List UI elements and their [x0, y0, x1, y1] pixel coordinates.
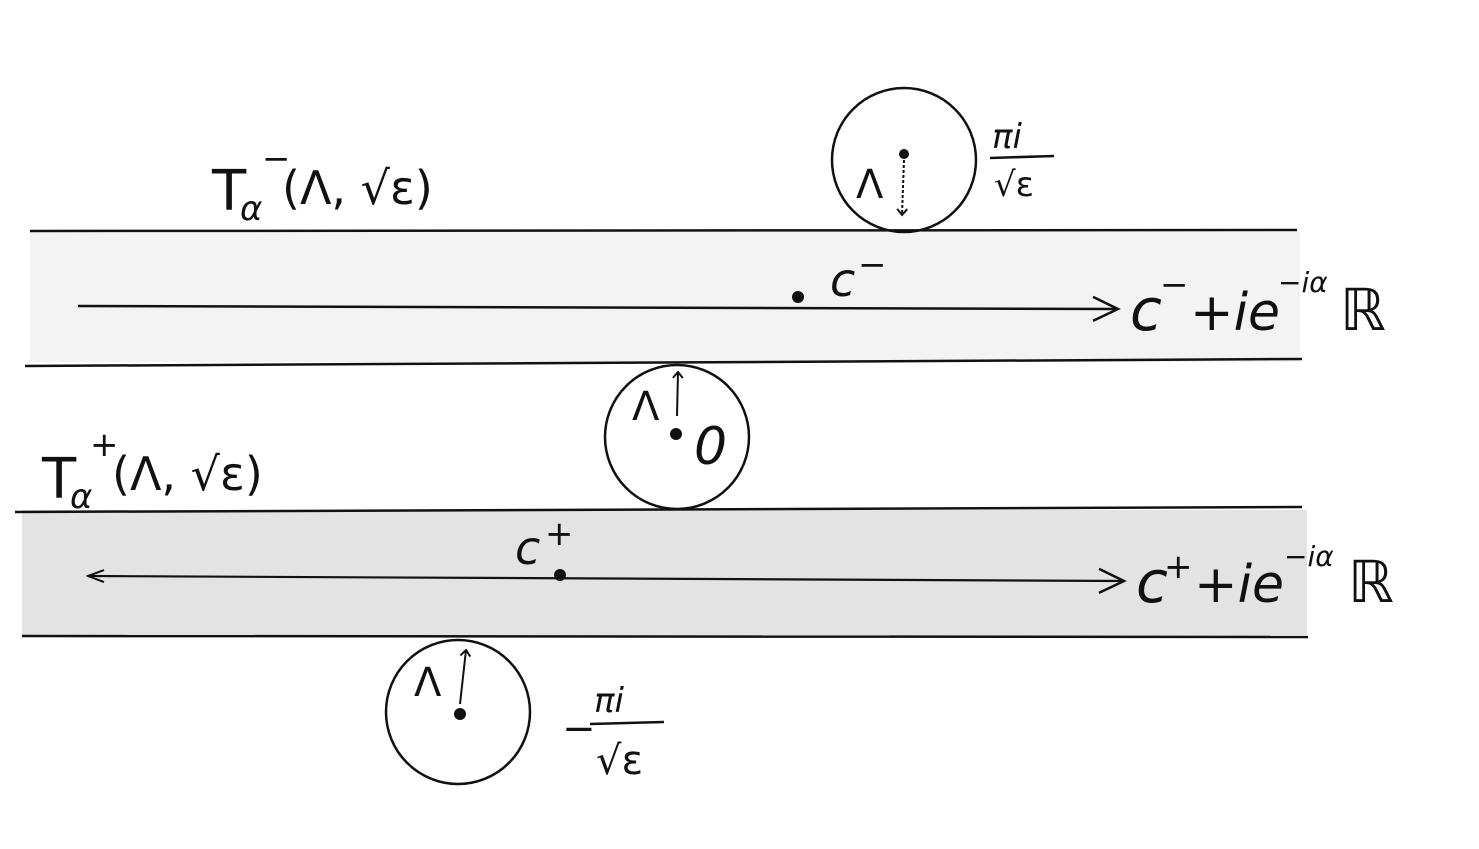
- top-pole-label: πi √ε: [989, 117, 1055, 205]
- svg-text:α: α: [70, 477, 92, 517]
- svg-text:ℝ: ℝ: [1348, 548, 1394, 616]
- origin-radius-label: Λ: [632, 384, 660, 430]
- svg-text:α: α: [240, 189, 262, 229]
- bottom-pole-radius-arrow: [459, 648, 472, 705]
- upper-strip-label: T α − (Λ, √ε): [211, 139, 433, 229]
- svg-text:−: −: [562, 706, 596, 752]
- lower-strip-top-edge: [14, 505, 1303, 514]
- svg-text:c: c: [515, 521, 540, 575]
- upper-integration-line: [77, 295, 1121, 323]
- svg-text:πi: πi: [992, 117, 1022, 157]
- svg-text:c: c: [830, 253, 855, 307]
- svg-text:(Λ, √ε): (Λ, √ε): [112, 447, 263, 501]
- top-pole-radius-label: Λ: [856, 162, 884, 208]
- c-minus-label: c −: [830, 245, 887, 307]
- svg-text:+: +: [545, 514, 574, 554]
- upper-strip-bottom-edge: [24, 357, 1303, 368]
- svg-text:+ie: +ie: [1194, 555, 1284, 615]
- origin-label: 0: [694, 417, 727, 477]
- svg-text:−: −: [262, 139, 291, 179]
- top-pole-radius-arrow: [896, 159, 908, 217]
- c-plus-label: c +: [515, 514, 574, 575]
- lower-strip-label: T α + (Λ, √ε): [41, 425, 263, 517]
- c-minus-point: [792, 291, 804, 303]
- bottom-pole-disc: [384, 638, 532, 786]
- origin-point: [670, 428, 682, 440]
- svg-text:(Λ, √ε): (Λ, √ε): [282, 161, 433, 215]
- svg-text:c: c: [1130, 276, 1162, 344]
- top-pole-disc: [830, 86, 978, 234]
- upper-strip-fill: [30, 232, 1300, 362]
- lower-strip-bottom-edge: [21, 634, 1309, 639]
- svg-text:T: T: [211, 159, 247, 224]
- upper-strip-top-edge: [29, 228, 1298, 233]
- bottom-pole-label: − πi √ε: [562, 681, 665, 784]
- bottom-pole-center: [454, 708, 466, 720]
- origin-radius-arrow: [672, 370, 684, 417]
- bottom-pole-radius-label: Λ: [414, 660, 442, 706]
- svg-text:+: +: [90, 425, 119, 465]
- svg-text:√ε: √ε: [596, 738, 643, 784]
- upper-line-label: c − +ie −iα ℝ: [1130, 265, 1386, 344]
- lower-strip-fill: [22, 510, 1307, 636]
- svg-text:+: +: [1164, 547, 1193, 587]
- svg-text:−: −: [1160, 265, 1189, 305]
- svg-text:ℝ: ℝ: [1340, 276, 1386, 344]
- top-pole-center: [899, 149, 909, 159]
- svg-text:√ε: √ε: [994, 165, 1034, 205]
- svg-text:−iα: −iα: [1284, 540, 1334, 573]
- svg-text:T: T: [41, 447, 77, 512]
- svg-text:−: −: [858, 245, 887, 285]
- c-plus-point: [554, 569, 566, 581]
- origin-disc: [603, 363, 751, 511]
- lower-integration-line: [88, 576, 1124, 581]
- svg-text:+ie: +ie: [1190, 283, 1280, 343]
- svg-text:−iα: −iα: [1278, 266, 1328, 299]
- lower-line-label: c + +ie −iα ℝ: [1136, 540, 1394, 616]
- svg-text:c: c: [1136, 548, 1168, 616]
- svg-text:πi: πi: [594, 681, 624, 721]
